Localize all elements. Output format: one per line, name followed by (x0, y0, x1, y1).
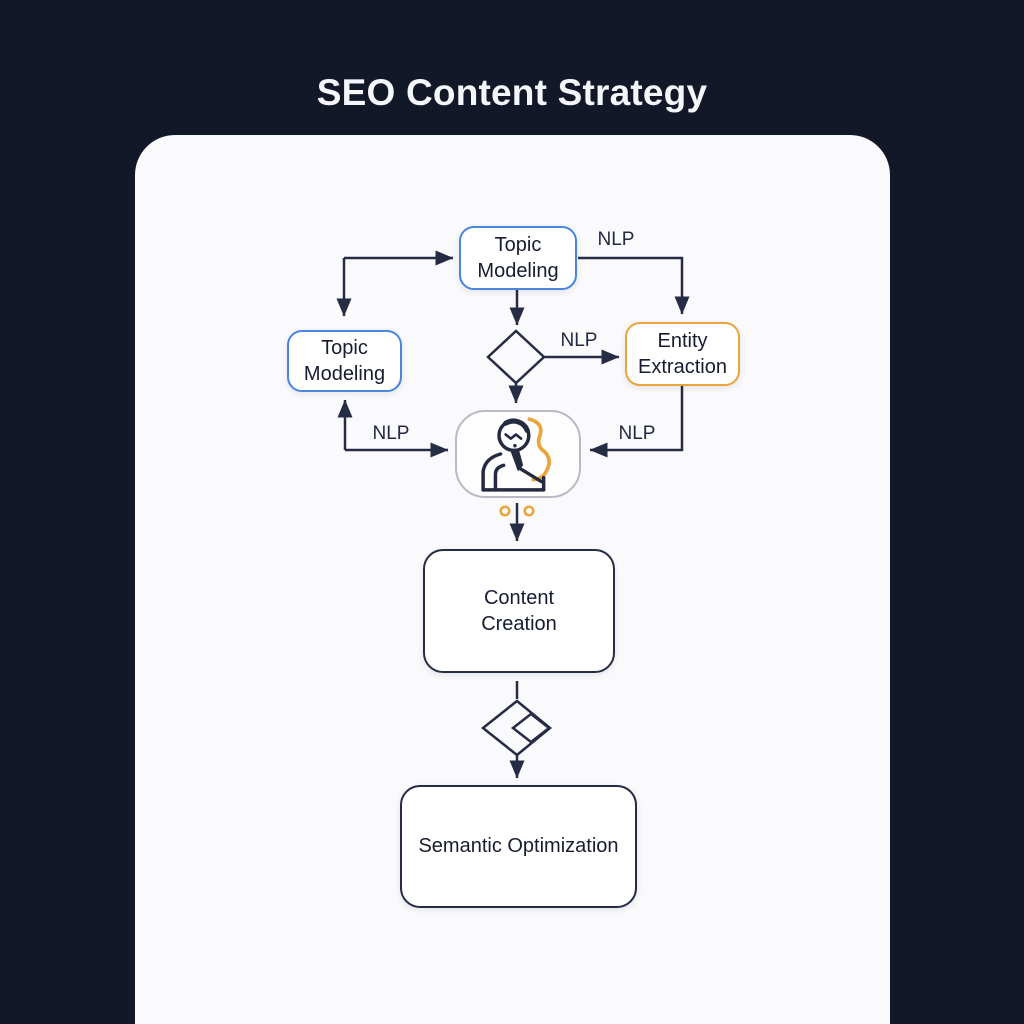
node-topic-modeling-top: Topic Modeling (459, 226, 577, 290)
arrow-topic-top-to-entity (578, 256, 690, 315)
orange-dot-left (499, 505, 511, 517)
node-topic-modeling-left: Topic Modeling (287, 330, 402, 392)
edge-label-nlp-left: NLP (372, 423, 410, 444)
person-node (455, 410, 581, 498)
edge-label-nlp-right: NLP (618, 423, 656, 444)
edge-label-nlp-diamond: NLP (560, 330, 598, 351)
node-label: Content Creation (481, 586, 557, 635)
decision-diamond-notch (510, 712, 552, 744)
decision-diamond-notched (480, 699, 552, 757)
node-semantic-optimization: Semantic Optimization (400, 785, 637, 908)
node-label: Topic Modeling (477, 233, 559, 282)
arrow-entity-to-person (589, 386, 684, 458)
node-label: Topic Modeling (303, 336, 386, 385)
node-content-creation: Content Creation (423, 549, 615, 673)
edge-label-nlp-top-right: NLP (597, 229, 635, 250)
node-entity-extraction: Entity Extraction (625, 322, 740, 386)
decision-diamond (486, 329, 546, 385)
page-title: SEO Content Strategy (316, 72, 708, 113)
thinking-person-icon (481, 417, 552, 492)
node-label: Semantic Optimization (418, 835, 619, 858)
node-label: Entity Extraction (638, 329, 727, 378)
orange-dot-right (523, 505, 535, 517)
